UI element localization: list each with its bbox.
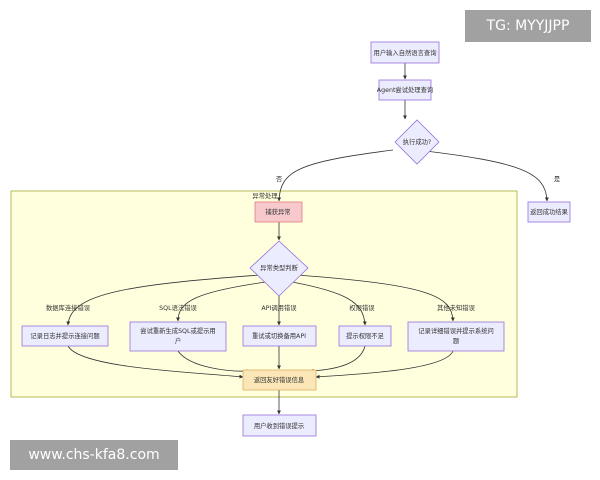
edge-label-perm-error: 权限错误 bbox=[349, 303, 375, 312]
edge-label-other-error: 其他未知错误 bbox=[437, 303, 475, 312]
node-sql-action-label-line2: 户 bbox=[175, 336, 181, 345]
edge-label-no: 否 bbox=[276, 175, 283, 183]
node-catch-exception-label: 捕获异常 bbox=[265, 207, 290, 216]
exception-handling-group bbox=[10, 190, 518, 398]
node-user-input-label: 用户输入自然语言查询 bbox=[374, 48, 437, 57]
node-agent-try bbox=[378, 79, 432, 101]
decision-exception-type bbox=[249, 240, 309, 297]
node-catch-exception bbox=[254, 201, 303, 223]
node-db-action bbox=[21, 325, 109, 347]
edge-judge-to-sql bbox=[176, 281, 267, 322]
edge-other-to-friendly bbox=[315, 350, 454, 379]
watermark-tg: TG: MYYJJPP bbox=[465, 10, 591, 42]
edge-judge-to-other bbox=[296, 274, 455, 322]
node-user-receive bbox=[242, 414, 317, 437]
decision-success-label: 执行成功? bbox=[403, 137, 432, 146]
node-friendly-error-label: 返回友好错误信息 bbox=[254, 375, 304, 384]
node-db-action-label: 记录日志并提示连接问题 bbox=[30, 331, 100, 340]
decision-exception-type-label: 异常类型判断 bbox=[260, 263, 298, 272]
node-other-action-label-line2: 题 bbox=[453, 337, 460, 345]
node-user-input bbox=[370, 41, 440, 64]
edge-label-api-error: API调用错误 bbox=[261, 303, 297, 312]
watermark-url: www.chs-kfa8.com bbox=[10, 440, 178, 470]
node-perm-action-label: 提示权限不足 bbox=[346, 331, 384, 340]
node-api-action-label: 重试或切换备用API bbox=[252, 331, 306, 340]
group-label: 异常处理 bbox=[252, 191, 278, 200]
decision-success bbox=[394, 119, 440, 165]
node-user-receive-label: 用户收到错误提示 bbox=[254, 421, 304, 430]
edge-db-to-friendly bbox=[67, 345, 244, 379]
node-perm-action bbox=[338, 325, 392, 347]
node-agent-try-label: Agent尝试处理查询 bbox=[377, 85, 433, 94]
edge-label-db-error: 数据库连接错误 bbox=[46, 303, 91, 312]
node-return-result-label: 返回成功结果 bbox=[530, 207, 568, 216]
edge-judge-to-perm bbox=[291, 281, 367, 326]
node-sql-action-label-line1: 尝试重新生成SQL或提示用 bbox=[140, 326, 215, 335]
node-api-action bbox=[242, 325, 317, 347]
node-other-action-label-line1: 记录详细错误并提示系统问 bbox=[418, 326, 494, 335]
edge-decision-yes bbox=[416, 149, 549, 202]
node-return-result bbox=[527, 201, 571, 223]
edge-decision-no bbox=[277, 149, 394, 202]
node-other-action bbox=[407, 321, 505, 352]
edge-label-sql-error: SQL语法错误 bbox=[159, 303, 197, 312]
node-friendly-error bbox=[242, 369, 317, 391]
edge-judge-to-db bbox=[66, 274, 262, 326]
edge-label-yes: 是 bbox=[554, 175, 561, 183]
node-sql-action bbox=[129, 321, 227, 352]
